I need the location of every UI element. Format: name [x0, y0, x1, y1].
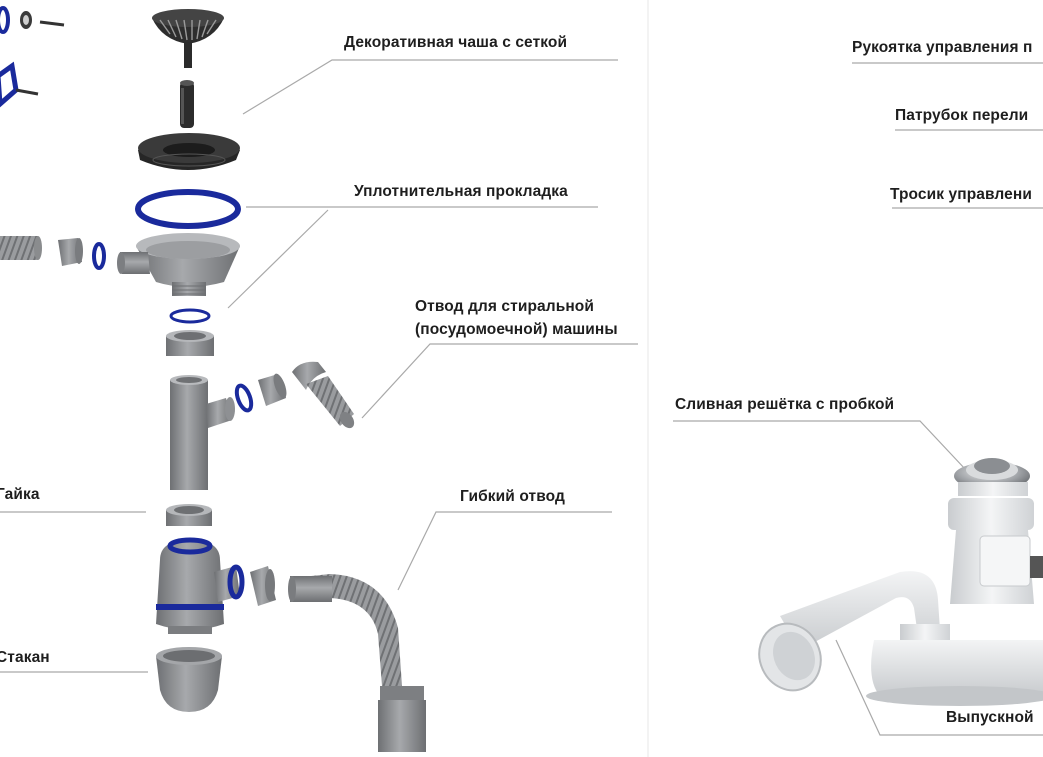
label-cup: Стакан [0, 649, 50, 666]
label-flexible-outlet: Гибкий отвод [460, 488, 565, 505]
tee-pipe-icon [170, 375, 235, 490]
trap-side-nut-icon [250, 566, 276, 606]
drain-body-icon [117, 233, 240, 296]
outlet-nut-icon [258, 373, 287, 406]
small-blue-ring-icon [169, 308, 211, 324]
label-drain-grate-with-plug: Сливная решётка с пробкой [675, 396, 895, 413]
outlet-blue-ring-icon [234, 383, 254, 413]
flexible-hose-icon [288, 574, 426, 752]
lower-nut-icon [166, 504, 212, 526]
stem-icon [180, 80, 194, 128]
overflow-hardware-icon [0, 6, 65, 108]
label-washing-machine-outlet-line2: (посудомоечной) машины [415, 321, 618, 338]
trap-body-icon [156, 537, 245, 634]
drain-grate-with-plug-icon [954, 458, 1030, 496]
label-control-cable: Тросик управлени [890, 186, 1032, 203]
upper-nut-icon [166, 330, 214, 356]
label-control-handle: Рукоятка управления п [852, 39, 1033, 56]
label-gasket: Уплотнительная прокладка [354, 183, 568, 200]
label-overflow-pipe: Патрубок перели [895, 107, 1029, 124]
overflow-corrugated-hose-icon [0, 236, 42, 260]
label-nut: Гайка [0, 486, 40, 503]
decorative-bowl-icon [138, 133, 240, 170]
cup-icon [156, 647, 222, 712]
outlet-pipe-white-icon [758, 571, 1043, 706]
label-outlet: Выпускной [946, 709, 1034, 726]
washing-machine-elbow-icon [292, 361, 355, 429]
sealing-gasket-icon [135, 189, 241, 229]
label-washing-machine-outlet-line1: Отвод для стиральной [415, 298, 594, 315]
strainer-basket-icon [152, 9, 224, 68]
drain-body-white-icon [948, 498, 1043, 604]
overflow-blue-ring-icon [92, 242, 106, 270]
label-decorative-bowl: Декоративная чаша с сеткой [344, 34, 568, 51]
overflow-nut-icon [58, 238, 83, 266]
